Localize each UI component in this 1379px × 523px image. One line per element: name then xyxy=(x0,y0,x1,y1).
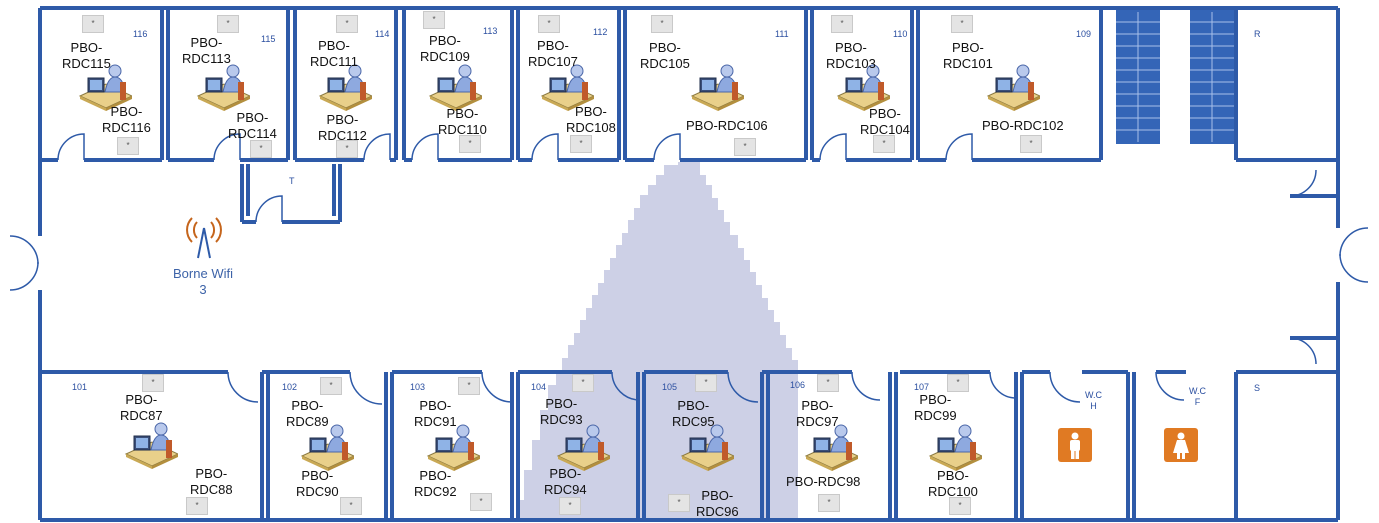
network-outlet: * xyxy=(818,494,840,512)
workstation-icon xyxy=(929,424,982,472)
network-outlet: * xyxy=(340,497,362,515)
room-number-102: 102 xyxy=(282,382,298,392)
room-number-116: 116 xyxy=(133,29,148,39)
pbo-label: PBO-RDC102 xyxy=(982,118,1064,133)
network-outlet: * xyxy=(873,135,895,153)
pbo-label: PBO- RDC95 xyxy=(672,398,715,429)
pbo-label: PBO- RDC96 xyxy=(696,488,739,519)
room-number-103: 103 xyxy=(410,382,426,392)
women-toilet-icon xyxy=(1164,428,1198,462)
walls xyxy=(38,6,1340,522)
room-number-114: 114 xyxy=(375,29,390,39)
network-outlet: * xyxy=(142,374,164,392)
room-label-wc-f: W.C F xyxy=(1189,386,1206,407)
network-outlet: * xyxy=(82,15,104,33)
pbo-label: PBO- RDC88 xyxy=(190,466,233,497)
room-number-101: 101 xyxy=(72,382,88,392)
pbo-label: PBO-RDC106 xyxy=(686,118,768,133)
network-outlet: * xyxy=(695,374,717,392)
network-outlet: * xyxy=(734,138,756,156)
room-number-115: 115 xyxy=(261,34,276,44)
pbo-label: PBO- RDC108 xyxy=(566,104,616,135)
room-label-wc-h: W.C H xyxy=(1085,390,1102,411)
network-outlet: * xyxy=(570,135,592,153)
network-outlet: * xyxy=(831,15,853,33)
pbo-label: PBO- RDC115 xyxy=(62,40,111,71)
network-outlet: * xyxy=(217,15,239,33)
pbo-label: PBO- RDC114 xyxy=(228,110,277,141)
workstation-icon xyxy=(125,422,178,470)
network-outlet: * xyxy=(458,377,480,395)
pbo-label: PBO- RDC87 xyxy=(120,392,163,423)
network-outlet: * xyxy=(336,15,358,33)
pbo-label: PBO- RDC109 xyxy=(420,33,470,64)
room-number-105: 105 xyxy=(662,382,678,392)
workstation-icon xyxy=(557,424,610,472)
workstation-icon xyxy=(987,64,1040,112)
pbo-label: PBO- RDC93 xyxy=(540,396,583,427)
pbo-label: PBO- RDC97 xyxy=(796,398,839,429)
room-number-107: 107 xyxy=(914,382,930,392)
room-label-r: R xyxy=(1254,29,1261,39)
door-swings xyxy=(9,133,1369,405)
network-outlet: * xyxy=(651,15,673,33)
pbo-label: PBO- RDC92 xyxy=(414,468,457,499)
pbo-label: PBO- RDC94 xyxy=(544,466,587,497)
network-outlet: * xyxy=(559,497,581,515)
network-outlet: * xyxy=(538,15,560,33)
workstation-icon xyxy=(429,64,482,112)
network-outlet: * xyxy=(423,11,445,29)
room-number-113: 113 xyxy=(483,26,498,36)
room-number-112: 112 xyxy=(593,27,608,37)
pbo-label: PBO- RDC89 xyxy=(286,398,329,429)
men-toilet-icon xyxy=(1058,428,1092,462)
network-outlet: * xyxy=(947,374,969,392)
workstation-icon xyxy=(691,64,744,112)
network-outlet: * xyxy=(320,377,342,395)
pbo-label: PBO- RDC112 xyxy=(318,112,367,143)
wifi-antenna-icon xyxy=(186,217,222,259)
pbo-label: PBO- RDC101 xyxy=(943,40,993,71)
network-outlet: * xyxy=(668,494,690,512)
pbo-label: PBO- RDC103 xyxy=(826,40,876,71)
network-outlet: * xyxy=(1020,135,1042,153)
pbo-label: PBO-RDC98 xyxy=(786,474,861,489)
pbo-label: PBO- RDC111 xyxy=(310,38,358,69)
pbo-label: PBO- RDC99 xyxy=(914,392,957,423)
network-outlet: * xyxy=(336,140,358,158)
wifi-label: Borne Wifi 3 xyxy=(173,266,233,297)
network-outlet: * xyxy=(117,137,139,155)
room-number-110: 110 xyxy=(893,29,908,39)
workstation-icon xyxy=(197,64,250,112)
stairs xyxy=(1116,10,1234,144)
room-number-104: 104 xyxy=(531,382,547,392)
room-number-109: 109 xyxy=(1076,29,1092,39)
room-label-s: S xyxy=(1254,383,1261,393)
room-label-t: T xyxy=(289,176,295,186)
network-outlet: * xyxy=(572,374,594,392)
pbo-label: PBO- RDC113 xyxy=(182,35,231,66)
network-outlet: * xyxy=(949,497,971,515)
network-outlet: * xyxy=(459,135,481,153)
network-outlet: * xyxy=(817,374,839,392)
room-number-111: 111 xyxy=(775,29,789,39)
pbo-label: PBO- RDC100 xyxy=(928,468,978,499)
pbo-label: PBO- RDC107 xyxy=(528,38,578,69)
pbo-label: PBO- RDC110 xyxy=(438,106,487,137)
pbo-label: PBO- RDC116 xyxy=(102,104,151,135)
pbo-label: PBO- RDC105 xyxy=(640,40,690,71)
pbo-label: PBO- RDC104 xyxy=(860,106,910,137)
room-number-106: 106 xyxy=(790,380,806,390)
pbo-label: PBO- RDC91 xyxy=(414,398,457,429)
pbo-label: PBO- RDC90 xyxy=(296,468,339,499)
network-outlet: * xyxy=(951,15,973,33)
network-outlet: * xyxy=(250,140,272,158)
network-outlet: * xyxy=(470,493,492,511)
network-outlet: * xyxy=(186,497,208,515)
